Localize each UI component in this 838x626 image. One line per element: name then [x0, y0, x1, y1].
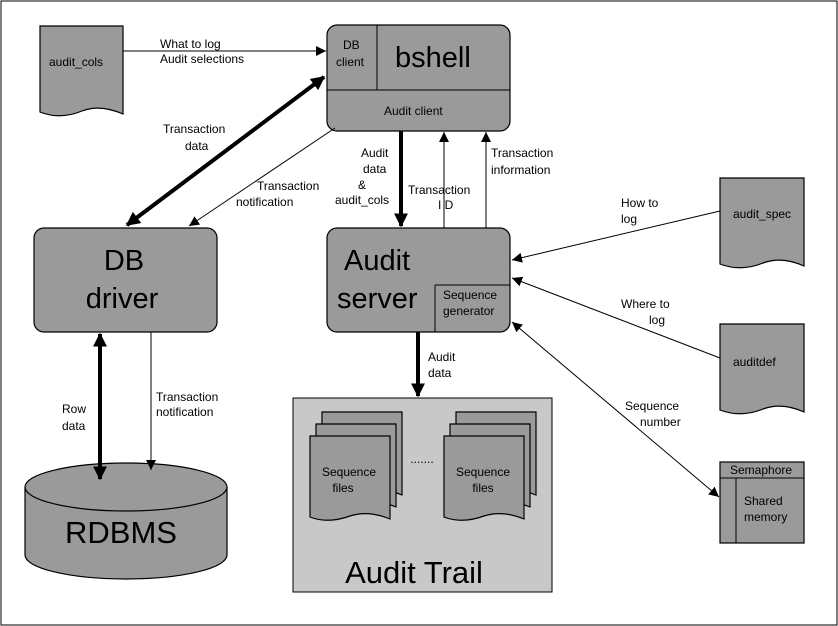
label-audit-selections: Audit selections: [160, 52, 244, 66]
label-audit-data-bottom-2: data: [428, 366, 452, 380]
edge-auditdef-to-audit-server: [511, 276, 721, 359]
label-transaction-notification-bottom-2: notification: [156, 405, 213, 419]
label-sequence-number-1: Sequence: [625, 399, 679, 413]
edge-bshell-to-db-driver-notification: [188, 127, 336, 227]
label-where-to-log-2: log: [649, 313, 665, 327]
audit-spec-document: audit_spec: [719, 177, 805, 269]
label-transaction-id-2: I D: [438, 198, 454, 212]
shared-memory-line-1: Shared: [744, 494, 783, 508]
audit-server-box: Audit server Sequence generator: [326, 227, 511, 333]
bshell-box: DB client bshell Audit client: [326, 24, 511, 132]
db-driver-line-2: driver: [86, 283, 159, 315]
bshell-title: bshell: [395, 42, 471, 74]
label-audit-data-1: Audit: [361, 146, 389, 160]
label-transaction-data-2: data: [185, 139, 209, 153]
audit-server-line-2: server: [337, 283, 418, 315]
db-driver-line-1: DB: [104, 245, 144, 277]
sequence-generator-line-1: Sequence: [443, 288, 497, 302]
label-audit-data-3: &: [358, 178, 366, 192]
audit-cols-document: audit_cols: [39, 25, 124, 117]
label-transaction-notification-top-2: notification: [236, 195, 293, 209]
label-row-data-1: Row: [62, 402, 86, 416]
db-client-line-1: DB: [343, 38, 360, 52]
sequence-files-right-stack: Sequence files: [443, 411, 537, 521]
audit-cols-label: audit_cols: [49, 55, 103, 69]
label-audit-data-2: data: [363, 162, 387, 176]
label-sequence-number-2: number: [640, 415, 681, 429]
shared-memory-line-2: memory: [744, 510, 787, 524]
rdbms-label: RDBMS: [65, 515, 177, 550]
label-transaction-information-2: information: [491, 163, 550, 177]
sequence-generator-line-2: generator: [443, 304, 494, 318]
label-where-to-log-1: Where to: [621, 297, 670, 311]
label-transaction-notification-top-1: Transaction: [257, 179, 319, 193]
db-client-line-2: client: [336, 55, 365, 69]
edge-audit-spec-to-audit-server: [511, 210, 721, 263]
semaphore-shared-memory-box: Semaphore Shared memory: [719, 461, 805, 544]
sequence-files-left-stack: Sequence files: [309, 411, 403, 521]
edge-bshell-db-driver: [125, 75, 326, 227]
audit-trail-title: Audit Trail: [345, 555, 483, 590]
label-how-to-log-1: How to: [621, 196, 659, 210]
sequence-files-ellipsis: .......: [410, 452, 433, 466]
label-transaction-data-1: Transaction: [163, 122, 225, 136]
audit-client-label: Audit client: [384, 104, 443, 118]
audit-trail-container: Sequence files Sequence files ....... Au…: [292, 397, 553, 593]
audit-spec-label: audit_spec: [733, 207, 791, 221]
sequence-files-left-line-1: Sequence: [322, 465, 376, 479]
label-what-to-log: What to log: [160, 37, 221, 51]
sequence-files-right-line-2: files: [472, 481, 493, 495]
db-driver-box: DB driver: [33, 227, 218, 333]
label-transaction-information-1: Transaction: [491, 146, 553, 160]
semaphore-label: Semaphore: [730, 463, 792, 477]
label-transaction-id-1: Transaction: [408, 183, 470, 197]
sequence-files-right-line-1: Sequence: [456, 465, 510, 479]
auditdef-label: auditdef: [733, 355, 776, 369]
sequence-files-left-line-2: files: [332, 481, 353, 495]
label-transaction-notification-bottom-1: Transaction: [156, 390, 218, 404]
rdbms-cylinder: RDBMS: [24, 462, 228, 580]
label-audit-data-bottom-1: Audit: [428, 350, 456, 364]
audit-server-line-1: Audit: [344, 245, 410, 277]
label-audit-data-4: audit_cols: [335, 193, 389, 207]
label-row-data-2: data: [62, 419, 86, 433]
edge-audit-server-semaphore: [511, 321, 720, 498]
label-how-to-log-2: log: [621, 212, 637, 226]
auditdef-document: auditdef: [719, 323, 805, 415]
